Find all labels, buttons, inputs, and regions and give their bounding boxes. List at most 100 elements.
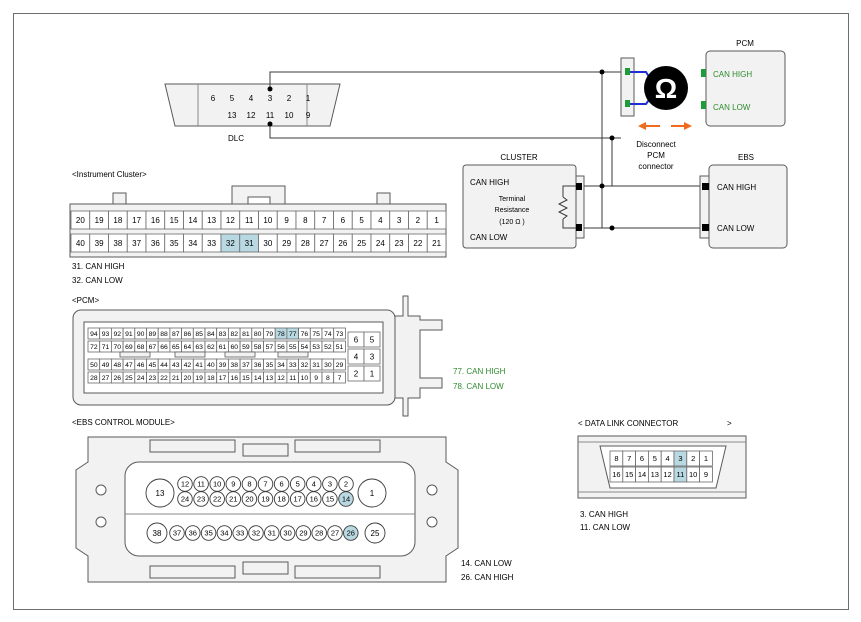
pin-label: 28 [301,239,310,248]
pin-label: 27 [331,529,339,538]
pin-label: 30 [283,529,291,538]
pin-label: 3 [397,216,402,225]
pin-label: 7 [322,216,327,225]
pin-label: 15 [242,375,250,382]
pin [279,525,296,541]
pin-label: 36 [189,529,197,538]
pin-label: 62 [207,344,215,351]
pin-label: 17 [219,375,227,382]
connector-rib [277,351,309,358]
pin-label: 20 [184,375,192,382]
connector-rib [174,351,206,358]
disconnect-arrows [638,122,692,130]
pin-label: 63 [195,344,203,351]
resistor-label-1: Terminal [499,196,526,203]
disconnect-line1: Disconnect [636,140,676,149]
pcm-note-1: 77. CAN HIGH [453,367,506,376]
resistor-label-2: Resistance [495,207,530,214]
pin-label: 10 [213,480,221,489]
pin-label: 8 [303,216,308,225]
pin-label: 19 [261,495,269,504]
ebs-can-high: CAN HIGH [717,183,756,192]
pin-label: 60 [230,344,238,351]
ebs-box: EBS CAN HIGH CAN LOW [699,153,788,249]
pin-label: 23 [197,495,205,504]
pin-label: 6 [211,94,216,103]
pin-label: 34 [220,529,228,538]
pin [357,478,387,508]
pin-label: 27 [102,375,110,382]
pin-label: 15 [326,495,334,504]
pin-label: 68 [137,344,145,351]
pin-label: 9 [704,470,708,479]
pin-label: 3 [328,480,332,489]
pin [232,525,248,541]
ebs-module-title: <EBS CONTROL MODULE> [72,418,175,427]
pin [185,525,201,541]
pin [209,491,225,507]
pin-label: 23 [395,239,404,248]
pin-label: 78 [277,331,285,338]
pin-label: 11 [266,111,275,120]
ohm-symbol: Ω [655,73,677,104]
pin-label: 69 [125,344,133,351]
pin-label: 25 [357,239,366,248]
dlc-connector-title-end: > [727,419,732,428]
pin-label: 26 [347,529,355,538]
pin-label: 12 [247,111,256,120]
pcm-note-2: 78. CAN LOW [453,382,504,391]
pin [333,340,346,353]
pin-label: 16 [310,495,318,504]
pin-label: 17 [132,216,141,225]
pin-label: 70 [113,344,121,351]
pin-label: 55 [289,344,297,351]
pin-label: 83 [219,331,227,338]
pin-label: 43 [172,362,180,369]
pin-label: 13 [156,489,165,498]
pin-label: 34 [188,239,197,248]
pin-label: 7 [627,454,631,463]
pin-label: 18 [207,375,215,382]
pin [363,365,381,382]
junction-dot [599,69,605,75]
pin-label: 24 [137,375,145,382]
pin [426,233,447,253]
pin-label: 73 [336,331,344,338]
ebs-box-title: EBS [738,153,754,162]
pin-label: 11 [677,470,685,479]
pin-label: 18 [277,495,285,504]
pin-label: 37 [242,362,250,369]
pin-label: 6 [354,335,359,344]
ic-note-2: 32. CAN LOW [72,276,123,285]
pin-label: 33 [207,239,216,248]
pin [343,525,359,541]
pin-label: 16 [230,375,238,382]
pin [333,358,346,371]
pin-label: 20 [245,495,253,504]
dlc-note-2: 11. CAN LOW [580,523,631,532]
pin-label: 71 [102,344,110,351]
pin-label: 87 [172,331,180,338]
pin-label: 9 [314,375,318,382]
pin-label: 67 [149,344,157,351]
pin-label: 50 [90,362,98,369]
pin-label: 1 [370,489,375,498]
pin-label: 90 [137,331,145,338]
pin-label: 1 [434,216,439,225]
pin-label: 2 [287,94,292,103]
pin [146,522,168,544]
pin-label: 18 [113,216,122,225]
pin-label: 37 [173,529,181,538]
ebs-can-low: CAN LOW [717,224,755,233]
pin [241,491,258,507]
pin-label: 29 [336,362,344,369]
pin-label: 5 [370,335,375,344]
arrow-right-icon [684,122,692,130]
pin [193,491,209,507]
pin-label: 17 [294,495,302,504]
cluster-can-low: CAN LOW [470,233,508,242]
pin-label: 39 [95,239,104,248]
pin-label: 14 [254,375,262,382]
